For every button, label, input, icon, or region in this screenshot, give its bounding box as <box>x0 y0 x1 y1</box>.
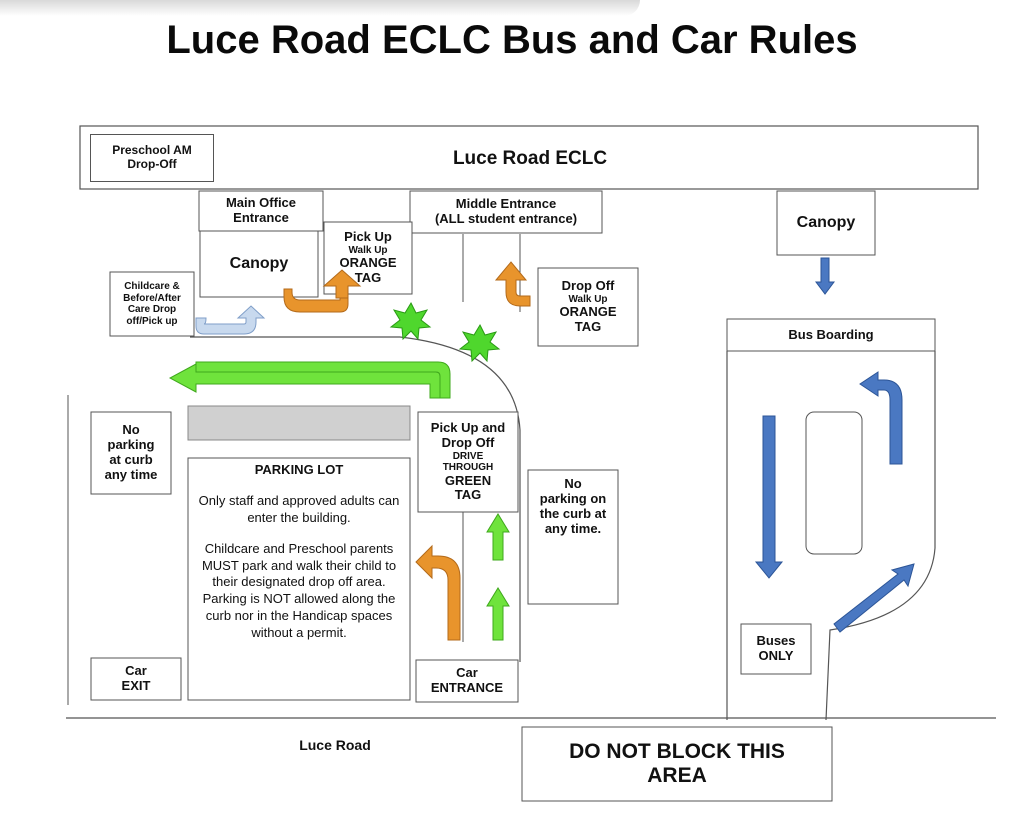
star-icon <box>389 301 432 341</box>
bus-boarding-box <box>726 318 936 352</box>
parking-lot-rule-1: Only staff and approved adults can enter… <box>198 492 400 525</box>
green-arrow-icon <box>168 361 451 399</box>
middle-entrance-box <box>409 190 603 234</box>
pickup-walkup-label: Pick Up Walk Up ORANGE TAG <box>339 228 397 286</box>
road-label: Luce Road <box>299 736 371 753</box>
parking-lot-rule-3: Parking is NOT allowed along the curb no… <box>202 591 396 641</box>
parking-lot-box <box>187 457 411 701</box>
buses-only-box <box>740 623 812 675</box>
orange-arrow-icon <box>415 544 461 641</box>
blue-arrow-icon <box>815 257 835 295</box>
middle-entrance-label: Middle Entrance(ALL student entrance) <box>434 196 578 226</box>
parking-lot-rule-2: Childcare and Preschool parents MUST par… <box>201 540 397 590</box>
canopy-right-box <box>776 190 876 256</box>
orange-arrow-icon <box>283 269 362 313</box>
bus-island <box>805 411 863 555</box>
top-shadow <box>0 0 640 16</box>
canopy-left-label: Canopy <box>229 254 289 272</box>
parking-lot-title: PARKING LOT <box>254 462 344 477</box>
no-parking-right-box <box>527 469 619 605</box>
gray-parking-bar <box>187 405 411 441</box>
canopy-left-box <box>199 230 319 298</box>
car-exit-box <box>90 657 182 701</box>
curb-line <box>190 336 521 662</box>
green-arrow-icon <box>486 513 510 561</box>
car-entrance-box <box>415 659 519 703</box>
blue-arrow-icon <box>833 563 915 633</box>
childcare-box <box>109 271 195 337</box>
dropoff-walkup-label: Drop Off Walk Up ORANGE TAG <box>559 277 617 335</box>
star-icon <box>458 323 501 363</box>
main-office-box <box>198 190 324 232</box>
drive-through-label: Pick Up and Drop Off DRIVE THROUGH GREEN… <box>430 419 506 503</box>
orange-arrow-icon <box>494 261 531 307</box>
green-arrow-icon <box>486 587 510 641</box>
page-title: Luce Road ECLC Bus and Car Rules <box>166 18 858 62</box>
blue-arrow-icon <box>754 415 784 579</box>
drive-through-box <box>417 411 519 513</box>
do-not-block-box <box>521 726 833 802</box>
bus-boarding-label: Bus Boarding <box>788 326 874 342</box>
dropoff-walkup-box <box>537 267 639 347</box>
canopy-right-label: Canopy <box>796 213 856 231</box>
light-blue-arrow-icon <box>195 305 266 335</box>
parking-lot-text: PARKING LOT Only staff and approved adul… <box>194 462 404 696</box>
no-parking-left-box <box>90 411 172 495</box>
building-name: Luce Road ECLC <box>452 148 608 170</box>
building-outline <box>79 125 979 190</box>
blue-arrow-icon <box>859 371 903 465</box>
